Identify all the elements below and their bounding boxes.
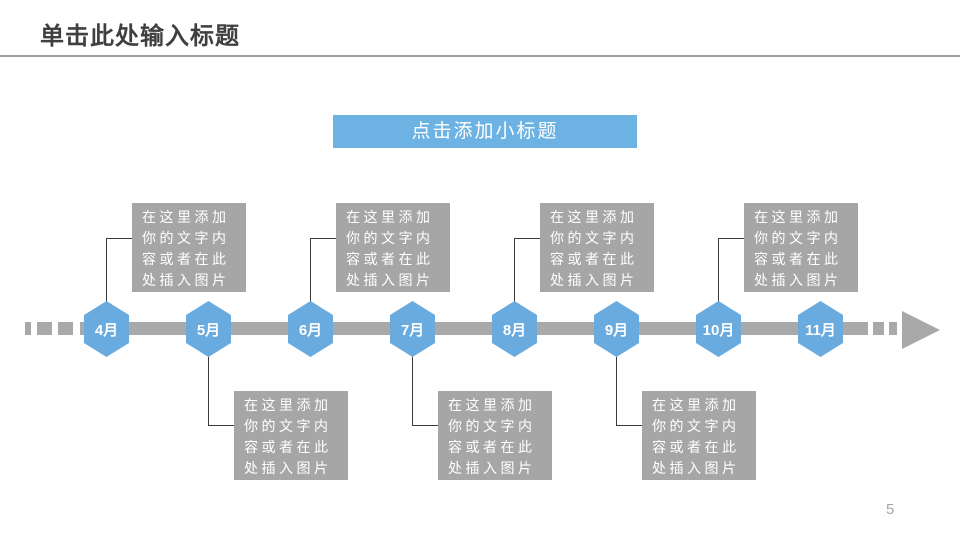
timeline-node-month-7[interactable]: 7月 (390, 301, 435, 357)
note-text: 在这里添加 你的文字内 容或者在此 处插入图片 (448, 397, 536, 476)
timeline-bar (80, 322, 868, 335)
connector-line (616, 425, 643, 426)
timeline-dash-left-3 (58, 322, 73, 335)
note-box-top-2[interactable]: 在这里添加 你的文字内 容或者在此 处插入图片 (336, 203, 450, 292)
timeline-node-month-4[interactable]: 4月 (84, 301, 129, 357)
month-label: 9月 (604, 321, 629, 339)
month-label: 5月 (196, 321, 221, 339)
note-box-bottom-2[interactable]: 在这里添加 你的文字内 容或者在此 处插入图片 (438, 391, 552, 480)
subtitle-label: 点击添加小标题 (411, 121, 559, 142)
timeline-node-month-5[interactable]: 5月 (186, 301, 231, 357)
connector-line (616, 357, 617, 425)
month-label: 6月 (298, 321, 323, 339)
timeline-dash-right-1 (873, 322, 884, 335)
connector-line (514, 238, 515, 302)
timeline-dash-left-1 (25, 322, 31, 335)
timeline-node-month-8[interactable]: 8月 (492, 301, 537, 357)
connector-line (310, 238, 311, 302)
slide-title[interactable]: 单击此处输入标题 (40, 23, 240, 50)
note-text: 在这里添加 你的文字内 容或者在此 处插入图片 (142, 209, 230, 288)
note-box-top-4[interactable]: 在这里添加 你的文字内 容或者在此 处插入图片 (744, 203, 858, 292)
month-label: 7月 (400, 321, 425, 339)
timeline-node-month-10[interactable]: 10月 (696, 301, 741, 357)
title-divider (0, 55, 960, 57)
note-box-top-3[interactable]: 在这里添加 你的文字内 容或者在此 处插入图片 (540, 203, 654, 292)
connector-line (514, 238, 541, 239)
connector-line (412, 357, 413, 425)
note-text: 在这里添加 你的文字内 容或者在此 处插入图片 (346, 209, 434, 288)
note-text: 在这里添加 你的文字内 容或者在此 处插入图片 (550, 209, 638, 288)
note-box-bottom-3[interactable]: 在这里添加 你的文字内 容或者在此 处插入图片 (642, 391, 756, 480)
connector-line (310, 238, 337, 239)
note-text: 在这里添加 你的文字内 容或者在此 处插入图片 (652, 397, 740, 476)
connector-line (718, 238, 719, 302)
subtitle-banner[interactable]: 点击添加小标题 (333, 115, 637, 148)
note-text: 在这里添加 你的文字内 容或者在此 处插入图片 (754, 209, 842, 288)
connector-line (412, 425, 439, 426)
connector-line (106, 238, 133, 239)
connector-line (718, 238, 745, 239)
timeline-dash-right-2 (889, 322, 897, 335)
note-box-bottom-1[interactable]: 在这里添加 你的文字内 容或者在此 处插入图片 (234, 391, 348, 480)
timeline-node-month-11[interactable]: 11月 (798, 301, 843, 357)
page-number: 5 (886, 501, 895, 518)
timeline-dash-left-2 (37, 322, 52, 335)
connector-line (106, 238, 107, 302)
connector-line (208, 357, 209, 425)
month-label: 10月 (702, 321, 735, 339)
timeline-arrow-icon (902, 311, 940, 349)
note-text: 在这里添加 你的文字内 容或者在此 处插入图片 (244, 397, 332, 476)
month-label: 8月 (502, 321, 527, 339)
note-box-top-1[interactable]: 在这里添加 你的文字内 容或者在此 处插入图片 (132, 203, 246, 292)
connector-line (208, 425, 235, 426)
month-label: 4月 (94, 321, 119, 339)
timeline-node-month-9[interactable]: 9月 (594, 301, 639, 357)
timeline-node-month-6[interactable]: 6月 (288, 301, 333, 357)
month-label: 11月 (805, 321, 836, 339)
